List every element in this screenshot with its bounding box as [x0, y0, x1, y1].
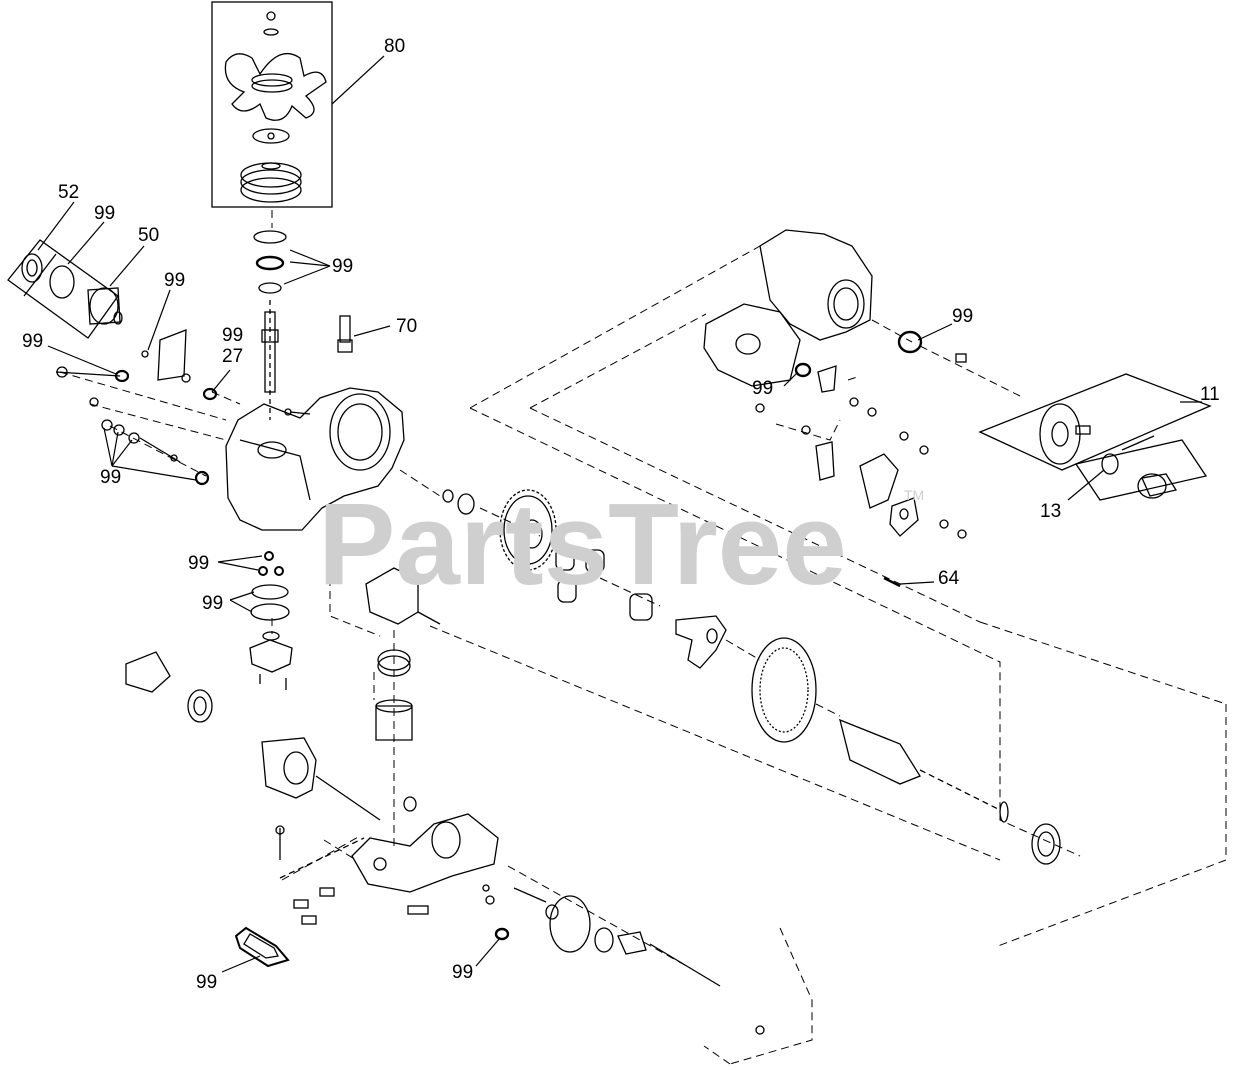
callout-99-filter: 99 — [94, 203, 115, 224]
left-fittings — [55, 329, 218, 486]
input-shaft — [261, 300, 279, 420]
callout-27: 27 — [222, 346, 243, 367]
callout-99-left: 99 — [22, 331, 43, 352]
callout-labels: 80 52 99 50 99 99 70 99 99 27 99 99 11 1… — [22, 36, 1220, 993]
watermark: PartsTree — [318, 479, 847, 609]
callout-99-seals: 99 — [332, 256, 353, 277]
callout-11: 11 — [1200, 384, 1220, 405]
callout-64: 64 — [938, 568, 960, 589]
callout-99-housing: 99 — [952, 306, 973, 327]
callout-50: 50 — [138, 225, 159, 246]
callout-99-cover-seal: 99 — [752, 378, 773, 399]
callout-99-plugs: 99 — [188, 553, 209, 574]
callout-70: 70 — [396, 316, 417, 337]
callout-99-orings: 99 — [100, 467, 121, 488]
callout-99-bottom-mid: 99 — [452, 962, 473, 983]
bottom-left-seal — [234, 926, 290, 968]
filter-assembly — [7, 239, 123, 339]
center-section — [275, 813, 765, 1035]
right-cover-housing — [703, 229, 967, 588]
dashed-guides — [59, 210, 1227, 1065]
callout-13: 13 — [1040, 501, 1061, 522]
callout-99-bracket: 99 — [164, 270, 185, 291]
trademark: TM — [904, 487, 924, 503]
ring-gear-axle — [751, 637, 1061, 865]
fan-pulley-assembly — [211, 1, 333, 208]
callout-99-27: 99 — [222, 325, 243, 346]
left-motor-group — [125, 651, 417, 821]
callout-52: 52 — [58, 182, 79, 203]
callout-80: 80 — [384, 36, 405, 57]
leader-lines — [37, 55, 1202, 973]
upper-seal-stack — [253, 230, 287, 294]
callout-99-bottom-left: 99 — [196, 972, 217, 993]
callout-99-orings-lower: 99 — [202, 593, 223, 614]
main-housing — [225, 315, 405, 531]
hub-group — [978, 373, 1212, 501]
lower-plugs-orings — [249, 551, 293, 690]
